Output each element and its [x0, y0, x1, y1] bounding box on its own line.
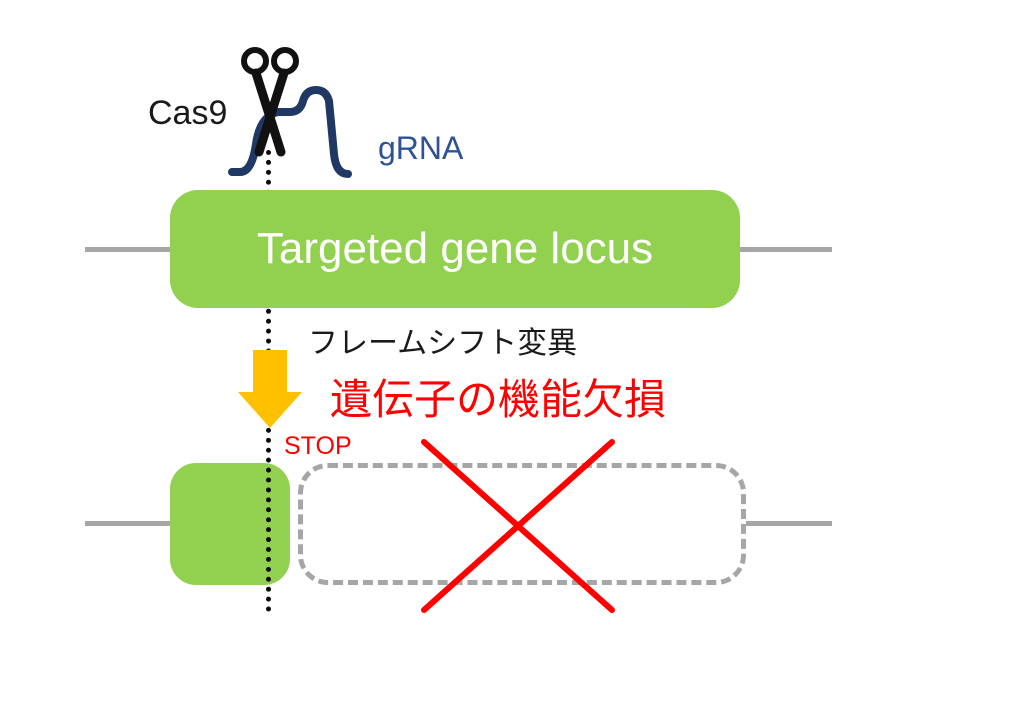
chromosome-line-bottom-right: [746, 521, 832, 526]
chromosome-line-top-right: [740, 247, 832, 252]
scissors-icon: [241, 47, 299, 157]
grna-label: gRNA: [378, 130, 464, 166]
loss-of-function-label: 遺伝子の機能欠損: [330, 376, 667, 423]
chromosome-line-top-left: [85, 247, 170, 252]
chromosome-line-bottom-left: [85, 521, 170, 526]
grna-hairpin-icon: [228, 86, 352, 178]
targeted-gene-locus-box: Targeted gene locus: [170, 190, 740, 308]
lost-gene-segment-dashed-box: [298, 463, 746, 585]
down-arrow-icon: [238, 350, 302, 428]
stop-codon-label: STOP: [284, 432, 352, 460]
x-cross-icon: [421, 439, 615, 613]
targeted-gene-locus-label: Targeted gene locus: [256, 224, 654, 273]
cas9-label: Cas9: [148, 94, 228, 132]
truncated-gene-segment-box: [170, 463, 290, 585]
frameshift-mutation-label: フレームシフト変異: [308, 327, 578, 360]
